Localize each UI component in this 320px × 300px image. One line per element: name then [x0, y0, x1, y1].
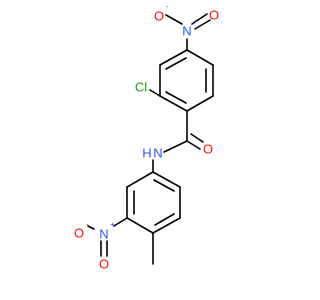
charge-plus-bottom: + [110, 220, 115, 229]
bond [165, 14, 183, 25]
bond [149, 89, 161, 97]
atom-o-nitro-top-left: O [154, 9, 164, 24]
bond [194, 19, 211, 30]
atom-h-amide: H [142, 146, 151, 161]
bond [87, 225, 95, 230]
charge-minus-top-left: - [166, 2, 169, 11]
atom-o-amide: O [203, 142, 213, 157]
charge-minus-bottom-left: - [86, 220, 89, 229]
bond [186, 49, 214, 66]
atom-o-nitro-top-right: O [209, 8, 219, 23]
atom-n-nitro-bottom: N [99, 227, 108, 242]
atom-o-nitro-bottom: O [99, 257, 109, 272]
bond [165, 57, 187, 70]
bond [186, 95, 214, 112]
bond [152, 217, 181, 234]
atom-cl: Cl [135, 80, 147, 95]
bond [153, 179, 175, 192]
bond [113, 217, 128, 227]
bond [152, 171, 181, 188]
bond [126, 217, 154, 234]
atom-o-nitro-bottom-left: O [74, 226, 84, 241]
bond [154, 213, 175, 226]
bond [165, 91, 187, 104]
bonds [87, 13, 214, 265]
atom-labels: O - N + O Cl O N H O - N + O [74, 2, 219, 272]
bond [126, 171, 154, 188]
molecule-structure: O - N + O Cl O N H O - N + O [74, 2, 219, 272]
bond [186, 140, 201, 150]
bond [159, 49, 188, 66]
bond [191, 13, 208, 25]
bond [190, 133, 204, 143]
bond [163, 140, 188, 153]
atom-n-nitro-top: N [182, 24, 191, 39]
charge-plus-top: + [193, 17, 198, 26]
bond [159, 95, 188, 112]
atom-n-amide: N [153, 146, 162, 161]
